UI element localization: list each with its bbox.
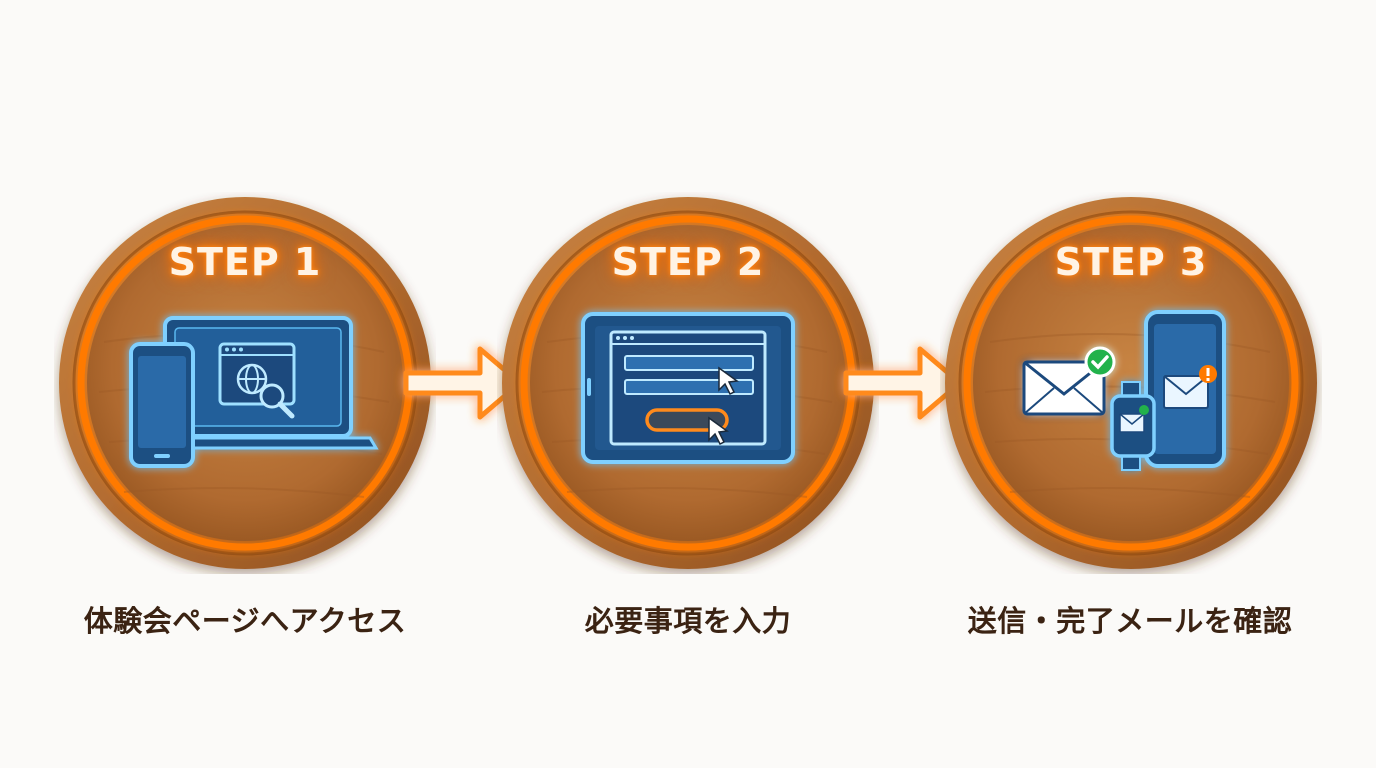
step-2: STEP 2 — [497, 192, 879, 574]
arrow-right-icon — [843, 346, 963, 420]
devices-web-search-icon — [129, 316, 379, 468]
step-1-caption: 体験会ページへアクセス — [83, 604, 407, 638]
step-title: STEP 3 — [1054, 240, 1208, 284]
step-title: STEP 1 — [168, 240, 322, 284]
arrow-right-icon — [403, 346, 523, 420]
tablet-form-input-icon — [581, 312, 795, 464]
step-1: STEP 1 — [54, 192, 436, 574]
step-2-caption: 必要事項を入力 — [584, 604, 792, 638]
step-title: STEP 2 — [611, 240, 765, 284]
confirmation-mail-devices-icon — [1022, 310, 1226, 471]
step-3-caption: 送信・完了メールを確認 — [967, 604, 1293, 638]
step-3: STEP 3 — [940, 192, 1322, 574]
